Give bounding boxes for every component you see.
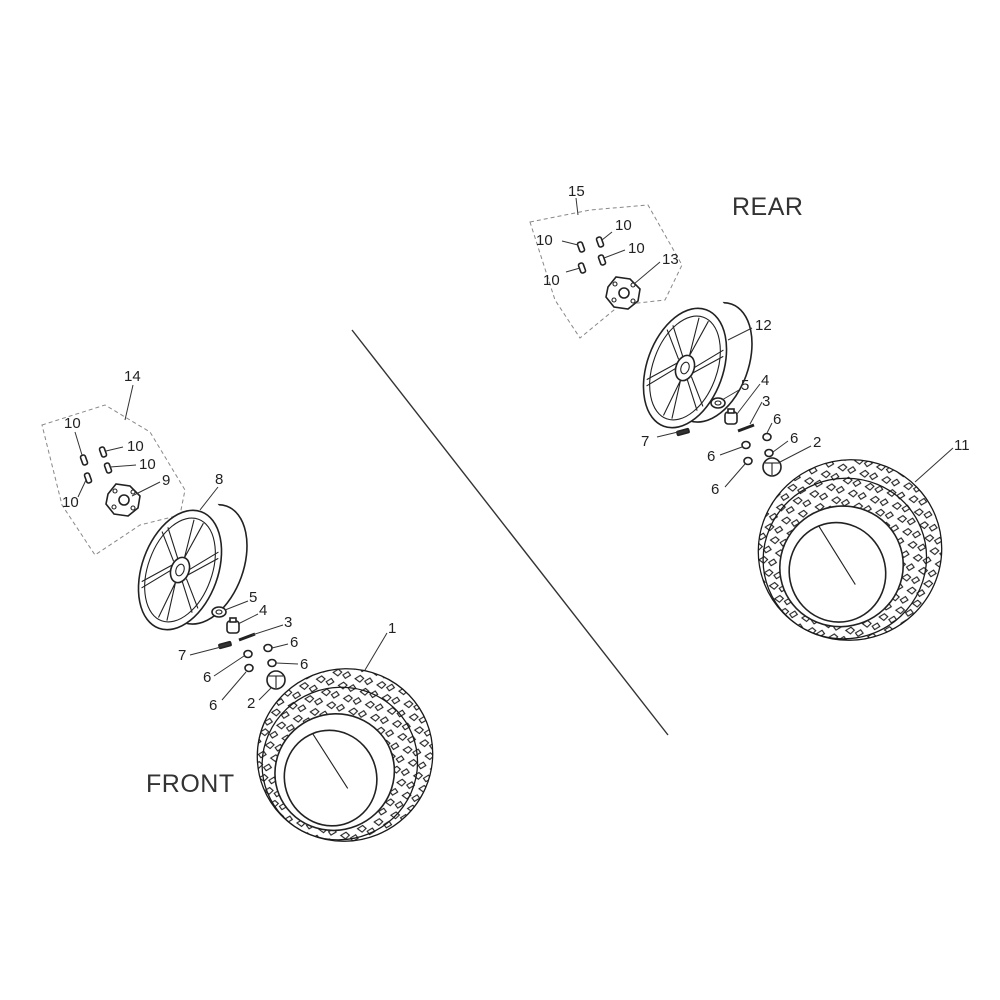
callout-9: 9 (162, 472, 170, 489)
callout-6: 6 (790, 430, 798, 447)
rear-wheel-bolts (576, 236, 607, 274)
callout-7: 7 (178, 647, 186, 664)
front-nut-icon (226, 617, 240, 634)
callout-5: 5 (741, 377, 749, 394)
rear-bolt-icon (577, 262, 587, 274)
callout-6: 6 (290, 634, 298, 651)
callout-10: 10 (543, 272, 560, 289)
callout-8: 8 (215, 471, 223, 488)
rear-washer-icon (710, 397, 726, 409)
front-assembly: 14 10 10 10 10 9 8 5 4 3 6 6 7 6 6 2 1 (41, 368, 434, 842)
rear-label: REAR (732, 193, 803, 221)
rear-seal-icon (741, 440, 751, 450)
rear-seal-icon (743, 456, 753, 466)
front-bolt-icon (79, 454, 89, 466)
front-bolt-icon (98, 446, 108, 458)
rear-seal-icon (764, 448, 774, 458)
callout-4: 4 (259, 602, 267, 619)
front-rim-icon (137, 496, 248, 631)
callout-3: 3 (284, 614, 292, 631)
front-wheel-bolts (79, 446, 113, 484)
callout-10: 10 (536, 232, 553, 249)
callout-6: 6 (711, 481, 719, 498)
callout-3: 3 (762, 393, 770, 410)
callout-10: 10 (615, 217, 632, 234)
callout-10: 10 (64, 415, 81, 432)
front-seal-icon (244, 663, 254, 673)
callout-10: 10 (127, 438, 144, 455)
rear-bolt-icon (597, 254, 607, 266)
rear-bolt-icon (576, 241, 586, 253)
callout-2: 2 (247, 695, 255, 712)
rear-valve-cap-icon (762, 457, 782, 477)
rear-nut-icon (724, 408, 738, 425)
callout-12: 12 (755, 317, 772, 334)
front-bolt-icon (103, 462, 113, 474)
rear-leader-lines (561, 197, 954, 488)
front-seal-icon (263, 643, 273, 653)
rear-bolt-icon (595, 236, 605, 248)
rear-seal-icon (762, 432, 772, 442)
front-valve-cap-icon (266, 670, 286, 690)
callout-1: 1 (388, 620, 396, 637)
callout-10: 10 (139, 456, 156, 473)
rear-hub-assembly-box (529, 204, 683, 339)
callout-5: 5 (249, 589, 257, 606)
callout-4: 4 (761, 372, 769, 389)
callout-10: 10 (62, 494, 79, 511)
callout-6: 6 (209, 697, 217, 714)
front-tire-icon (256, 668, 434, 842)
rear-rim-icon (642, 294, 753, 429)
callout-7: 7 (641, 433, 649, 450)
rear-valve-core-icon (737, 423, 755, 433)
callout-15: 15 (568, 183, 585, 200)
callout-6: 6 (773, 411, 781, 428)
front-washer-icon (211, 606, 227, 618)
rear-assembly: 15 10 10 10 10 13 12 5 4 3 6 6 2 7 6 6 1… (529, 183, 970, 641)
front-leader-lines (74, 384, 388, 701)
callout-6: 6 (203, 669, 211, 686)
front-hub-icon (105, 483, 141, 517)
rear-hub-icon (605, 276, 641, 310)
rear-tire-icon (757, 459, 943, 641)
divider-line (351, 329, 669, 736)
rear-valve-stem-icon (676, 427, 690, 437)
callout-14: 14 (124, 368, 141, 385)
front-valve-stem-icon (218, 640, 232, 650)
callout-6: 6 (707, 448, 715, 465)
front-label: FRONT (146, 770, 235, 798)
front-callouts: 14 10 10 10 10 9 8 5 4 3 6 6 7 6 6 2 1 (62, 368, 396, 714)
callout-6: 6 (300, 656, 308, 673)
rear-callouts: 15 10 10 10 10 13 12 5 4 3 6 6 2 7 6 6 1… (536, 183, 970, 498)
callout-13: 13 (662, 251, 679, 268)
front-seal-icon (267, 658, 277, 668)
callout-10: 10 (628, 240, 645, 257)
callout-2: 2 (813, 434, 821, 451)
front-seal-icon (243, 649, 253, 659)
callout-11: 11 (954, 437, 970, 454)
